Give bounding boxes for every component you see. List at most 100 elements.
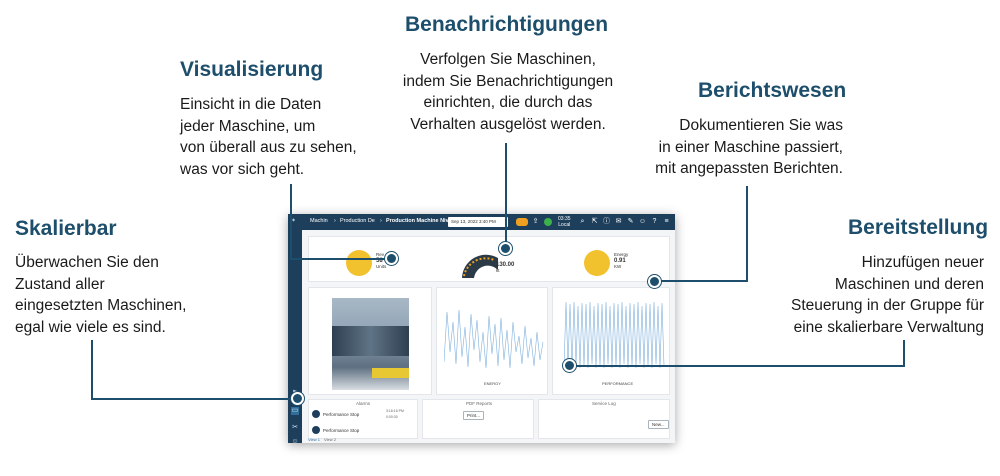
energy-chart-card	[436, 287, 548, 395]
berichtswesen-line: mit angepassten Berichten.	[655, 160, 843, 177]
benachrichtigungen-text: Verfolgen Sie Maschinen, indem Sie Benac…	[388, 49, 628, 135]
visualisierung-heading: Visualisierung	[180, 58, 324, 81]
berichtswesen-text: Dokumentieren Sie was in einer Maschine …	[600, 115, 843, 180]
kpi-unit: Units	[376, 264, 387, 269]
info-icon[interactable]: ⓘ	[603, 218, 610, 225]
connector-dot	[499, 242, 512, 255]
berichtswesen-line: in einer Maschine passiert,	[658, 138, 843, 156]
benachrichtigungen-heading: Benachrichtigungen	[405, 13, 609, 36]
kpi-value: 0.91	[614, 258, 626, 264]
breadcrumb-separator: ›	[380, 218, 382, 224]
machine-photo	[332, 298, 409, 390]
alarm-name[interactable]: Performance Stop	[323, 412, 360, 417]
skalierbar-heading: Skalierbar	[15, 217, 117, 240]
connector-line	[903, 340, 905, 367]
kpi-text: Rev 58 Units	[376, 252, 386, 270]
kpi-text: 130.00 kt	[496, 262, 514, 274]
breadcrumb-item[interactable]: Production Machine Niv	[386, 218, 449, 224]
clock-sub: Local	[558, 222, 571, 228]
skalierbar-line: egal wie viele es sind.	[15, 318, 166, 336]
connector-dot	[648, 275, 661, 288]
edit-icon[interactable]: ✎	[627, 218, 634, 225]
visualisierung-line: Einsicht in die Daten	[180, 96, 322, 113]
energy-chart	[444, 309, 544, 369]
dashboard-icon[interactable]: ▭	[291, 407, 299, 415]
visualisierung-text: Einsicht in die Daten jeder Maschine, um…	[180, 94, 357, 180]
connector-line	[91, 398, 296, 400]
machine-body	[332, 326, 409, 356]
alarms-panel	[308, 399, 418, 439]
connector-dot	[563, 359, 576, 372]
kpi-text: Energy 0.91 KW	[614, 252, 628, 270]
export-icon[interactable]: ⇱	[591, 218, 598, 225]
benachrichtigungen-line: einrichten, die durch das	[423, 94, 593, 111]
service-log-panel	[538, 399, 670, 439]
benachrichtigungen-line: indem Sie Benachrichtigungen	[402, 72, 614, 90]
alarm-time: 3:16:16 PM	[386, 409, 404, 413]
bereitstellung-line: Hinzufügen neuer	[861, 254, 984, 271]
gauge-icon	[462, 254, 498, 278]
notification-icon[interactable]: ✉	[615, 218, 622, 225]
kpi-label: Energy	[614, 252, 629, 257]
kpi-value: 130.00	[496, 262, 515, 268]
new-button[interactable]: New...	[648, 420, 669, 429]
kpi-unit: KW	[614, 264, 622, 269]
connection-status-icon	[544, 218, 552, 226]
connector-line	[655, 280, 748, 282]
bereitstellung-text: Hinzufügen neuer Maschinen und deren Ste…	[740, 252, 984, 338]
performance-chart	[564, 301, 665, 369]
skalierbar-line: Zustand aller	[15, 275, 105, 293]
breadcrumb-item[interactable]: Production De	[340, 218, 375, 224]
kpi-circle	[346, 250, 372, 276]
connector-dot	[385, 252, 398, 265]
date-picker[interactable]: Sep 13, 2022 3:40 PM	[448, 217, 508, 227]
floor-marking	[372, 368, 409, 378]
connector-line	[290, 184, 292, 260]
alarm-duration: 0:00:30	[386, 415, 398, 419]
bereitstellung-line: Steuerung in der Gruppe für	[790, 297, 984, 314]
search-icon[interactable]: ⌕	[580, 218, 585, 225]
performance-series-line	[564, 301, 665, 369]
connector-line	[746, 186, 748, 282]
pdf-reports-panel	[422, 399, 534, 439]
bereitstellung-line: Maschinen und deren	[834, 275, 984, 293]
connector-line	[505, 143, 507, 248]
kpi-value: 58	[376, 258, 383, 264]
print-button[interactable]: Print...	[463, 411, 485, 420]
status-badge	[516, 218, 528, 226]
user-icon[interactable]: ☺	[638, 218, 647, 225]
skalierbar-line: eingesetzten Maschinen,	[15, 297, 187, 314]
skalierbar-text: Überwachen Sie den Zustand aller eingese…	[15, 252, 186, 338]
menu-icon[interactable]: ≡	[664, 218, 669, 225]
alarms-title: Alarms	[356, 401, 371, 406]
tab-view-1[interactable]: View 1	[308, 437, 320, 442]
visualisierung-line: jeder Maschine, um	[180, 117, 316, 135]
pdf-reports-title: PDF Reports	[466, 401, 493, 406]
connector-line	[290, 258, 390, 260]
upload-icon[interactable]: ⇪	[532, 218, 539, 225]
user-icon[interactable]: ☺	[291, 438, 299, 443]
sidebar: ⚑ ▭ ✂ ☺	[288, 230, 302, 443]
berichtswesen-heading: Berichtswesen	[698, 79, 847, 102]
alarm-icon	[312, 426, 320, 434]
connector-line	[91, 340, 93, 400]
bereitstellung-heading: Bereitstellung	[848, 216, 989, 239]
help-icon[interactable]: ?	[652, 218, 657, 225]
benachrichtigungen-line: Verhalten ausgelöst werden.	[410, 115, 606, 133]
breadcrumb-separator: ›	[334, 218, 336, 224]
breadcrumb-item[interactable]: Machin	[310, 218, 328, 224]
skalierbar-line: Überwachen Sie den	[15, 254, 159, 271]
visualisierung-line: von überall aus zu sehen,	[180, 139, 357, 156]
alarm-icon	[312, 410, 320, 418]
top-bar: ◈ Machin › Production De › Production Ma…	[288, 214, 675, 230]
service-log-title: Service Log	[592, 401, 616, 406]
kpi-label: Rev	[376, 252, 385, 257]
bereitstellung-line: eine skalierbare Verwaltung	[793, 318, 984, 336]
tools-icon[interactable]: ✂	[292, 424, 298, 431]
connector-dot	[291, 392, 304, 405]
benachrichtigungen-line: Verfolgen Sie Maschinen,	[420, 51, 596, 68]
connector-line	[570, 365, 905, 367]
alarm-name[interactable]: Performance Stop	[323, 428, 360, 433]
tab-view-2[interactable]: View 2	[324, 437, 336, 442]
